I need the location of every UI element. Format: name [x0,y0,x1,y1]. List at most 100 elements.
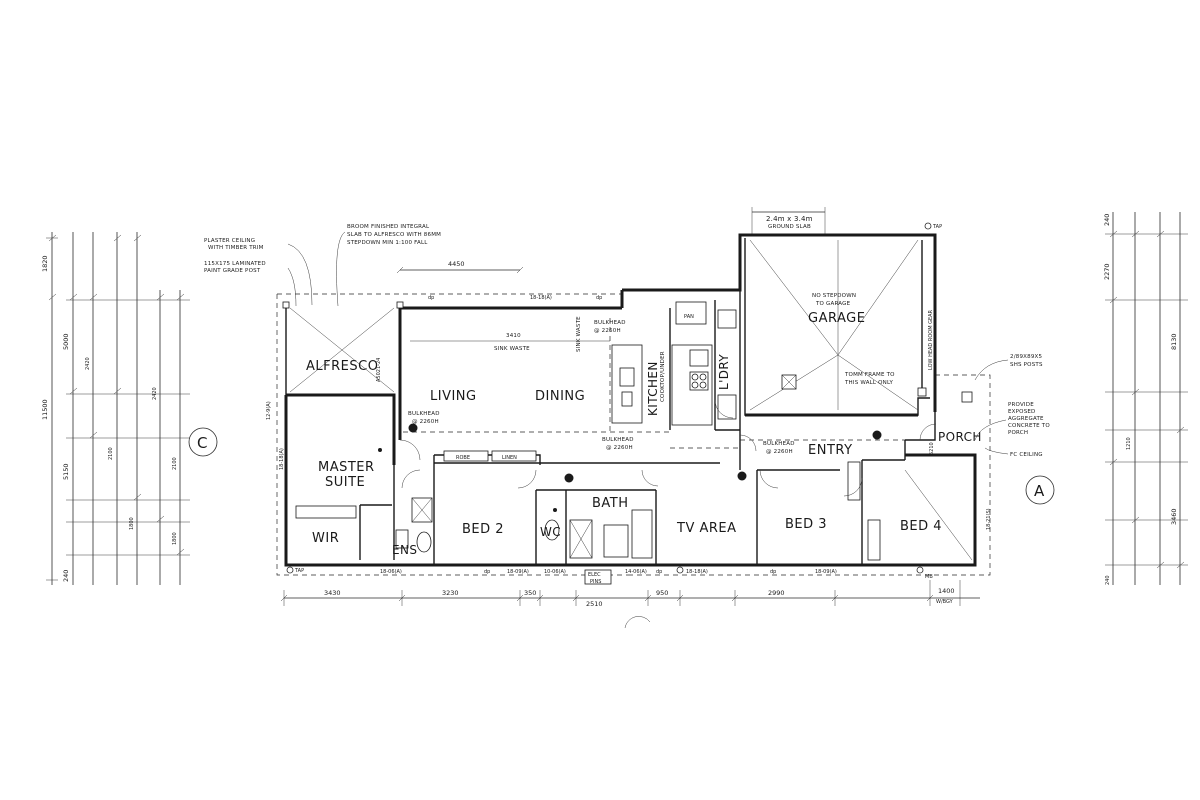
dim-bot-2510: 2510 [586,600,603,608]
win-code-4: 10-06(A) [544,569,566,575]
kitchen-bench [671,344,713,426]
win-code-5: 14-06(A) [625,569,647,575]
note-bulkhead-d2: @ 2260H [766,449,793,455]
note-tamm-1: TOMM FRAME TO [844,372,895,378]
note-sink-waste-v: SINK WASTE [576,316,582,352]
note-bulkhead-d1: BULKHEAD [763,441,795,447]
dim-left-h2100b: 2100 [172,457,178,470]
note-plaster-ceiling-2: WITH TIMBER TRIM [208,245,264,251]
dim-bot-3230: 3230 [442,589,459,597]
note-aggregate-1: PROVIDE [1008,402,1034,408]
room-bed2: BED 2 [462,522,504,537]
room-kitchen: KITCHEN [646,361,660,416]
robe-linen: ROBE LINEN [443,450,881,561]
room-bed3: BED 3 [785,517,827,532]
internal-walls [359,290,936,565]
downlights [378,423,882,512]
dim-left-1820: 1820 [41,255,49,272]
room-ldry: L'DRY [717,354,731,390]
dim-left-5150: 5150 [62,463,70,480]
room-labels: ALFRESCO LIVING DINING KITCHEN L'DRY GAR… [306,311,981,557]
note-post-2: PAINT GRADE POST [204,268,261,274]
note-bulkhead-c1: BULKHEAD [602,437,634,443]
note-garage-door: LOW HEAD ROOM GEAR [928,309,934,370]
laundry-fixtures [717,309,737,420]
dim-bot-950: 950 [656,589,668,597]
note-posts-2: SHS POSTS [1010,362,1043,368]
note-broom-1: BROOM FINISHED INTEGRAL [347,224,430,230]
left-dimension-strings: 1820 11500 5000 5150 240 2420 2100 1800 … [41,232,190,585]
dim-left-5000: 5000 [62,333,70,350]
dim-bot-1400: 1400 [938,587,955,595]
alfresco-posts [282,301,404,309]
tap-top: TAP [932,224,942,230]
note-bulkhead-c2: @ 2260H [606,445,633,451]
dp-5: dp [770,569,776,575]
mb-label: MB [925,574,933,580]
note-fc-ceiling: FC CEILING [1010,452,1043,458]
note-sink-waste: SINK WASTE [494,346,530,352]
dim-right-240b: 240 [1105,575,1111,585]
room-wir: WIR [312,531,339,546]
room-entry: ENTRY [808,443,853,458]
robe-label: ROBE [456,455,470,461]
bath-fixtures [544,509,653,559]
room-living: LIVING [430,389,477,404]
dim-left-h2100: 2100 [108,447,114,460]
bottom-dimensions: 3430 3230 350 2510 950 2990 1400 W/BGY [280,580,980,629]
note-slab-2: GROUND SLAB [768,224,811,230]
right-dimension-strings: 240 2270 8130 3460 1210 240 [1103,212,1188,585]
dim-left-h2420b: 2420 [152,387,158,400]
note-bulkhead-b1: BULKHEAD [408,411,440,417]
top-annotations: PLASTER CEILING WITH TIMBER TRIM 115X175… [204,207,942,307]
dim-right-3460: 3460 [1170,508,1178,525]
tap-left: TAP [294,568,304,574]
eave-lines [276,293,991,576]
room-bath: BATH [592,496,629,511]
note-slab-1: 2.4m x 3.4m [766,215,813,223]
bulkhead-lines [403,318,905,449]
note-garage-dims: 5210 [929,442,935,455]
dim-bot-2990: 2990 [768,589,785,597]
note-tamm-2: THIS WALL ONLY [844,380,894,386]
win-code-8: 18-21(S) [986,508,992,530]
dim-left-h1800: 1800 [129,517,135,530]
pins-label: PINS [590,579,601,585]
dim-right-2270: 2270 [1103,263,1111,280]
room-master: MASTER [318,460,375,475]
dp-1: dp [428,295,434,301]
note-plaster-ceiling-1: PLASTER CEILING [204,238,255,244]
porch-fall-lines [904,469,973,561]
dim-right-8130: 8130 [1170,333,1178,350]
pantry: PAN [675,301,707,325]
dim-left-h2420: 2420 [85,357,91,370]
section-marker-a: A [1025,475,1055,505]
section-c-label: C [197,434,207,452]
dim-bot-3430: 3430 [324,589,341,597]
win-code-3: 18-09(A) [507,569,529,575]
dp-2: dp [596,295,602,301]
room-ens: ENS [392,543,417,557]
dim-left-240: 240 [62,570,70,582]
window-codes: 18-18(A) dp dp 18-06(A) 18-09(A) 10-06(A… [266,295,992,585]
win-code-6: 18-18(A) [686,569,708,575]
porch-posts [917,387,973,403]
section-a-label: A [1034,482,1045,500]
room-dining: DINING [535,389,585,404]
win-code-10: 12-9(A) [266,401,272,420]
ensuite-fixtures [295,497,433,553]
win-code-2: 18-06(A) [380,569,402,575]
win-code-1: 18-18(A) [530,295,552,301]
room-suite: SUITE [325,475,365,490]
linen-label: LINEN [502,455,517,461]
dp-3: dp [484,569,490,575]
note-sink-3410: 3410 [506,333,521,339]
dim-top-4450: 4450 [448,260,465,268]
dim-left-11500: 11500 [41,399,49,420]
dp-4: dp [656,569,662,575]
dim-left-h1800b: 1800 [172,532,178,545]
external-walls [284,233,977,567]
elec-label: ELEC [588,572,601,578]
note-bulkhead-b2: @ 2260H [412,419,439,425]
